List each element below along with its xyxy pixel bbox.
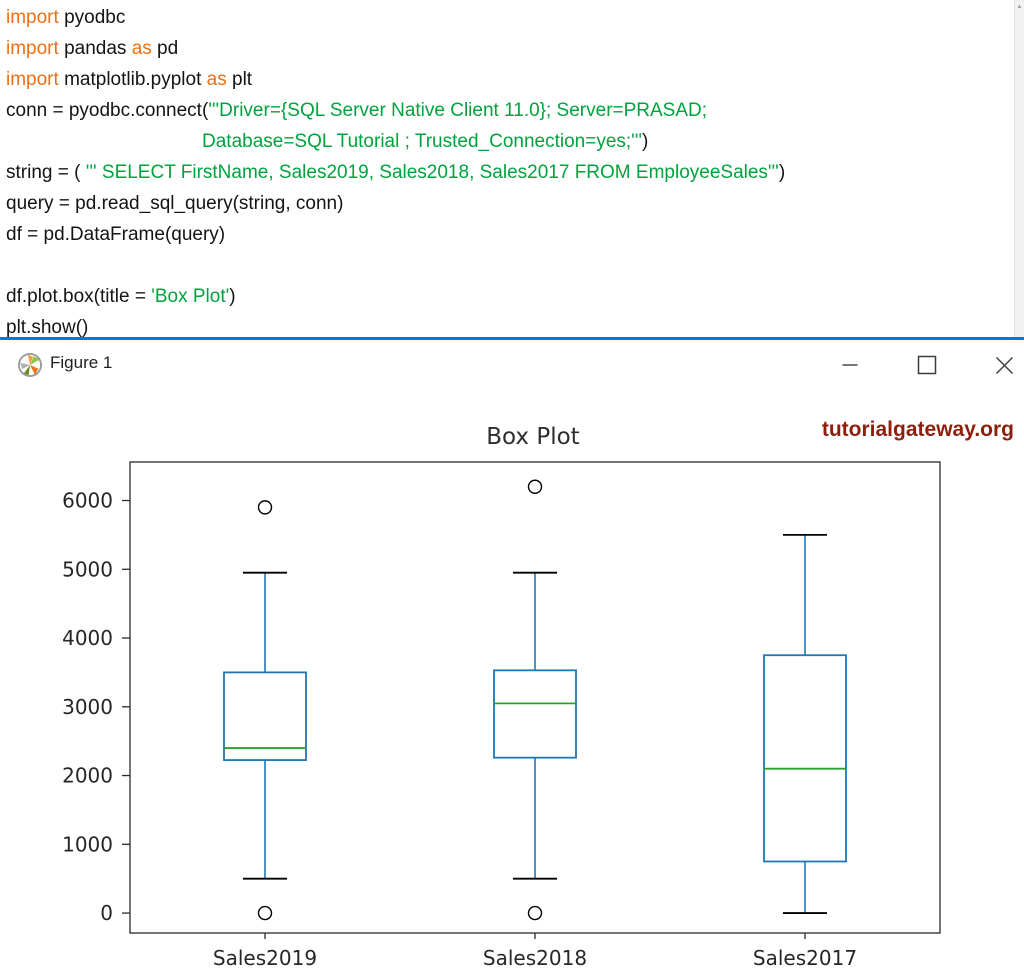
y-tick-label: 4000 [62,626,113,650]
y-tick-label: 5000 [62,557,113,581]
code-string: '''Driver={SQL Server Native Client 11.0… [208,100,708,121]
code-keyword: import [6,38,59,59]
code-text: string = ( [6,162,86,183]
iqr-box [763,654,847,863]
code-text: pandas [58,38,132,59]
code-line: Database=SQL Tutorial ; Trusted_Connecti… [0,126,1014,157]
code-keyword: import [6,69,59,90]
code-text: df = pd.DataFrame(query) [6,224,226,245]
code-string: Database=SQL Tutorial ; Trusted_Connecti… [202,131,643,152]
code-text: ) [778,162,786,183]
code-text: query = pd.read_sql_query(string, conn) [6,193,344,214]
y-tick-label: 6000 [62,489,113,513]
code-line: df.plot.box(title = 'Box Plot') [0,281,1014,312]
outlier-marker [527,905,543,921]
code-text: df.plot.box(title = [6,286,152,307]
maximize-button[interactable] [904,340,950,390]
code-text: ) [229,286,236,307]
y-axis: 0 1000 2000 3000 4000 5000 6000 [62,489,130,925]
x-tick-label: Sales2018 [483,946,587,970]
code-line: import matplotlib.pyplot as plt [0,64,1014,95]
vertical-scrollbar[interactable]: ▲ [1014,0,1024,337]
code-line: import pyodbc [0,2,1014,33]
code-line [0,250,1014,281]
x-tick-label: Sales2019 [213,946,317,970]
code-text: pd [151,38,179,59]
maximize-icon [917,355,937,375]
code-text: pyodbc [58,7,126,28]
matplotlib-icon [18,353,42,377]
outlier-marker [257,500,273,515]
plot-frame [129,461,941,934]
outlier-marker [257,905,273,921]
code-keyword: import [6,7,59,28]
box-sales2018 [493,479,577,921]
minimize-button[interactable] [827,340,873,390]
outlier-marker [527,479,543,494]
y-tick-label: 2000 [62,764,113,788]
code-line: conn = pyodbc.connect('''Driver={SQL Ser… [0,95,1014,126]
x-axis: Sales2019 Sales2018 Sales2017 [213,933,857,970]
y-tick-label: 1000 [62,832,113,856]
close-icon [995,356,1013,374]
y-tick-label: 3000 [62,695,113,719]
window-title: Figure 1 [50,353,113,372]
minimize-icon [842,364,858,366]
code-text: conn = pyodbc.connect( [6,100,209,121]
close-button[interactable] [981,340,1024,390]
code-line: df = pd.DataFrame(query) [0,219,1014,250]
window-border [0,337,1024,340]
code-text: plt.show() [6,317,89,338]
code-line: plt.show() [0,312,1014,343]
iqr-box [493,669,577,759]
code-text: plt [226,69,253,90]
chart-title: Box Plot [486,424,580,450]
code-text: matplotlib.pyplot [58,69,207,90]
code-text: ) [642,131,649,152]
code-string: ''' SELECT FirstName, Sales2019, Sales20… [85,162,779,183]
box-sales2019 [223,500,307,921]
x-tick-label: Sales2017 [753,946,857,970]
scroll-up-icon[interactable]: ▲ [1016,4,1023,10]
iqr-box [223,671,307,761]
code-keyword: as [206,69,227,90]
watermark: tutorialgateway.org [821,418,1014,441]
code-line: string = ( ''' SELECT FirstName, Sales20… [0,157,1014,188]
code-line: query = pd.read_sql_query(string, conn) [0,188,1014,219]
y-tick-label: 0 [100,901,113,925]
code-keyword: as [131,38,152,59]
box-sales2017 [763,533,847,914]
code-string: 'Box Plot' [151,286,230,307]
code-line: import pandas as pd [0,33,1014,64]
